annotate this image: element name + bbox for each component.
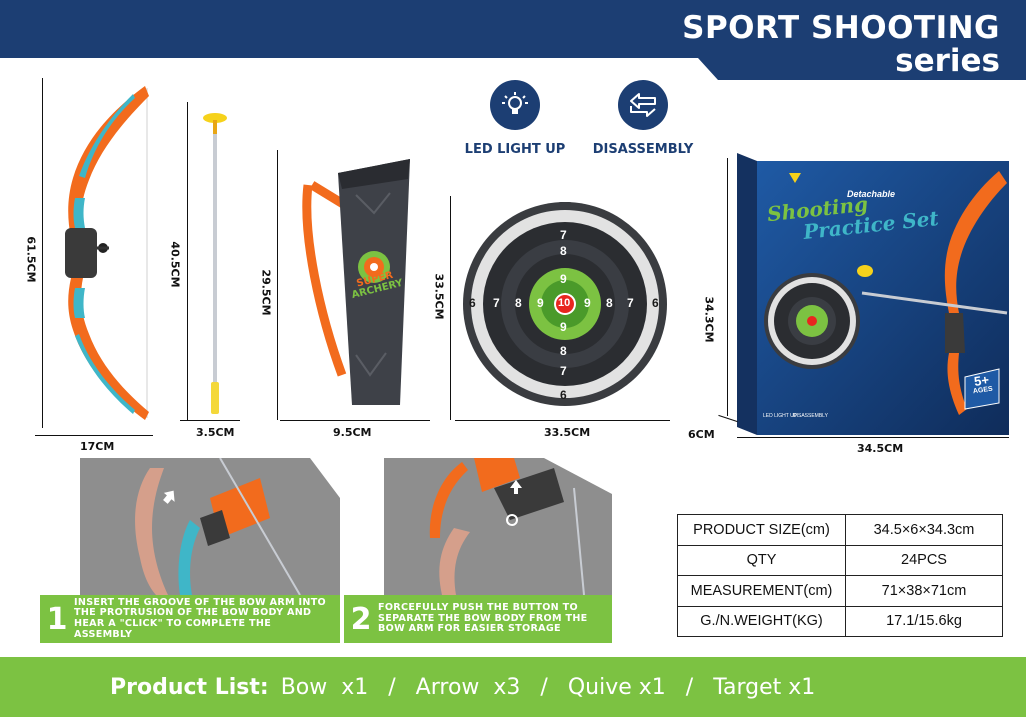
- arrow-product: [200, 110, 230, 420]
- target-height-line: [450, 196, 451, 420]
- step-2-bar: 2 Forcefully push the button to separate…: [344, 595, 612, 643]
- arrow-height-line: [187, 102, 188, 420]
- spec-table: PRODUCT SIZE(cm) 34.5×6×34.3cm QTY 24PCS…: [677, 514, 1003, 637]
- spec-key: QTY: [677, 544, 846, 576]
- package-feat-disassembly: DISASSEMBLY: [793, 413, 828, 419]
- spec-row: G./N.WEIGHT(KG) 17.1/15.6kg: [677, 605, 1003, 637]
- arrow-image: [203, 113, 227, 414]
- box-height-line: [727, 158, 728, 416]
- step-1-text: Insert the groove of the bow arm into th…: [74, 596, 327, 640]
- target-score-7-right: 7: [627, 296, 634, 310]
- product-list-separator: /: [685, 674, 694, 700]
- quiver-height-label: 29.5CM: [259, 269, 273, 316]
- target-score-6-left: 6: [469, 296, 476, 310]
- bow-image: [65, 86, 149, 420]
- step-1-bar: 1 Insert the groove of the bow arm into …: [40, 595, 340, 643]
- product-list-item: Arrow x3: [415, 674, 521, 700]
- title-line-1: SPORT SHOOTING: [682, 10, 1000, 46]
- step-2-text: Forcefully push the button to separate t…: [378, 601, 588, 635]
- target-width-line: [455, 420, 670, 421]
- quiver-width-label: 9.5CM: [333, 426, 372, 439]
- target-score-8-left: 8: [515, 296, 522, 310]
- target-score-7-bottom: 7: [560, 364, 567, 378]
- package-box-image: [737, 153, 1009, 435]
- product-list-item: Bow x1: [280, 674, 369, 700]
- arrows-swap-icon: [618, 80, 668, 130]
- spec-value: 24PCS: [845, 544, 1003, 576]
- title-line-2: series: [895, 42, 1000, 79]
- target-width-label: 33.5CM: [544, 426, 591, 439]
- target-score-8-top: 8: [560, 244, 567, 258]
- instruction-step-1: 1 Insert the groove of the bow arm into …: [40, 458, 340, 643]
- quiver-height-line: [277, 150, 278, 420]
- bow-width-line: [35, 435, 153, 436]
- light-bulb-icon: [490, 80, 540, 130]
- target-product: 6 6 6 7 7 7 7 8 8 8 8 9 9 9 9 10: [463, 198, 667, 410]
- product-list-footer: Product List: Bow x1 / Arrow x3 / Quive …: [0, 657, 1026, 717]
- target-score-7-left: 7: [493, 296, 500, 310]
- target-score-8-bottom: 8: [560, 344, 567, 358]
- target-score-6-right: 6: [652, 296, 659, 310]
- product-list-lead: Product List:: [110, 674, 269, 700]
- spec-row: PRODUCT SIZE(cm) 34.5×6×34.3cm: [677, 514, 1003, 546]
- spec-row: MEASUREMENT(cm) 71×38×71cm: [677, 575, 1003, 607]
- target-score-9-top: 9: [560, 272, 567, 286]
- feature-led: LED LIGHT UP: [460, 80, 570, 157]
- target-score-7-top: 7: [560, 228, 567, 242]
- quiver-product: SUPER ARCHERY: [290, 155, 420, 415]
- spec-row: QTY 24PCS: [677, 544, 1003, 576]
- bow-height-label: 61.5CM: [24, 236, 38, 283]
- step-1-number: 1: [46, 601, 68, 637]
- spec-value: 71×38×71cm: [845, 575, 1003, 607]
- page-title: SPORT SHOOTING series: [682, 12, 1000, 77]
- header-banner: [0, 0, 1026, 80]
- arrow-width-label: 3.5CM: [196, 426, 235, 439]
- target-score-9-right: 9: [584, 296, 591, 310]
- instruction-step-2: 2 Forcefully push the button to separate…: [344, 458, 612, 643]
- target-image: [463, 202, 667, 406]
- target-score-6-bottom: 6: [560, 388, 567, 402]
- target-score-8-right: 8: [606, 296, 613, 310]
- bow-product: [45, 78, 155, 428]
- box-depth-label: 6CM: [688, 428, 715, 441]
- quiver-width-line: [280, 420, 430, 421]
- package-feat-led: LED LIGHT UP: [763, 413, 798, 419]
- box-width-line: [737, 437, 1009, 438]
- step-2-number: 2: [350, 601, 372, 637]
- spec-key: PRODUCT SIZE(cm): [677, 514, 846, 546]
- feature-disassembly: DISASSEMBLY: [583, 80, 703, 157]
- target-score-9-bottom: 9: [560, 320, 567, 334]
- box-depth-line: [718, 414, 738, 423]
- step-1-photo: [40, 458, 340, 595]
- box-height-label: 34.3CM: [702, 296, 716, 343]
- target-bullseye: 10: [558, 297, 571, 309]
- product-list-item: Quive x1: [567, 674, 666, 700]
- spec-value: 17.1/15.6kg: [845, 605, 1003, 637]
- package-tag: Detachable: [847, 189, 896, 199]
- spec-value: 34.5×6×34.3cm: [845, 514, 1003, 546]
- step-2-photo: [344, 458, 612, 595]
- bow-height-line: [42, 78, 43, 428]
- spec-key: G./N.WEIGHT(KG): [677, 605, 846, 637]
- quiver-image: [302, 159, 410, 405]
- feature-disassembly-label: DISASSEMBLY: [592, 142, 694, 157]
- feature-led-label: LED LIGHT UP: [464, 142, 566, 157]
- target-score-9-left: 9: [537, 296, 544, 310]
- package-box: Detachable Shooting Practice Set 5+ AGES…: [737, 153, 1009, 435]
- arrow-width-line: [180, 420, 240, 421]
- package-age-badge: 5+ AGES: [966, 372, 998, 396]
- bow-width-label: 17CM: [80, 440, 115, 453]
- arrow-height-label: 40.5CM: [168, 241, 182, 288]
- target-height-label: 33.5CM: [432, 273, 446, 320]
- spec-key: MEASUREMENT(cm): [677, 575, 846, 607]
- product-list-separator: /: [540, 674, 548, 700]
- product-list-separator: /: [388, 674, 396, 700]
- product-list-item: Target x1: [713, 674, 816, 700]
- box-width-label: 34.5CM: [857, 442, 904, 455]
